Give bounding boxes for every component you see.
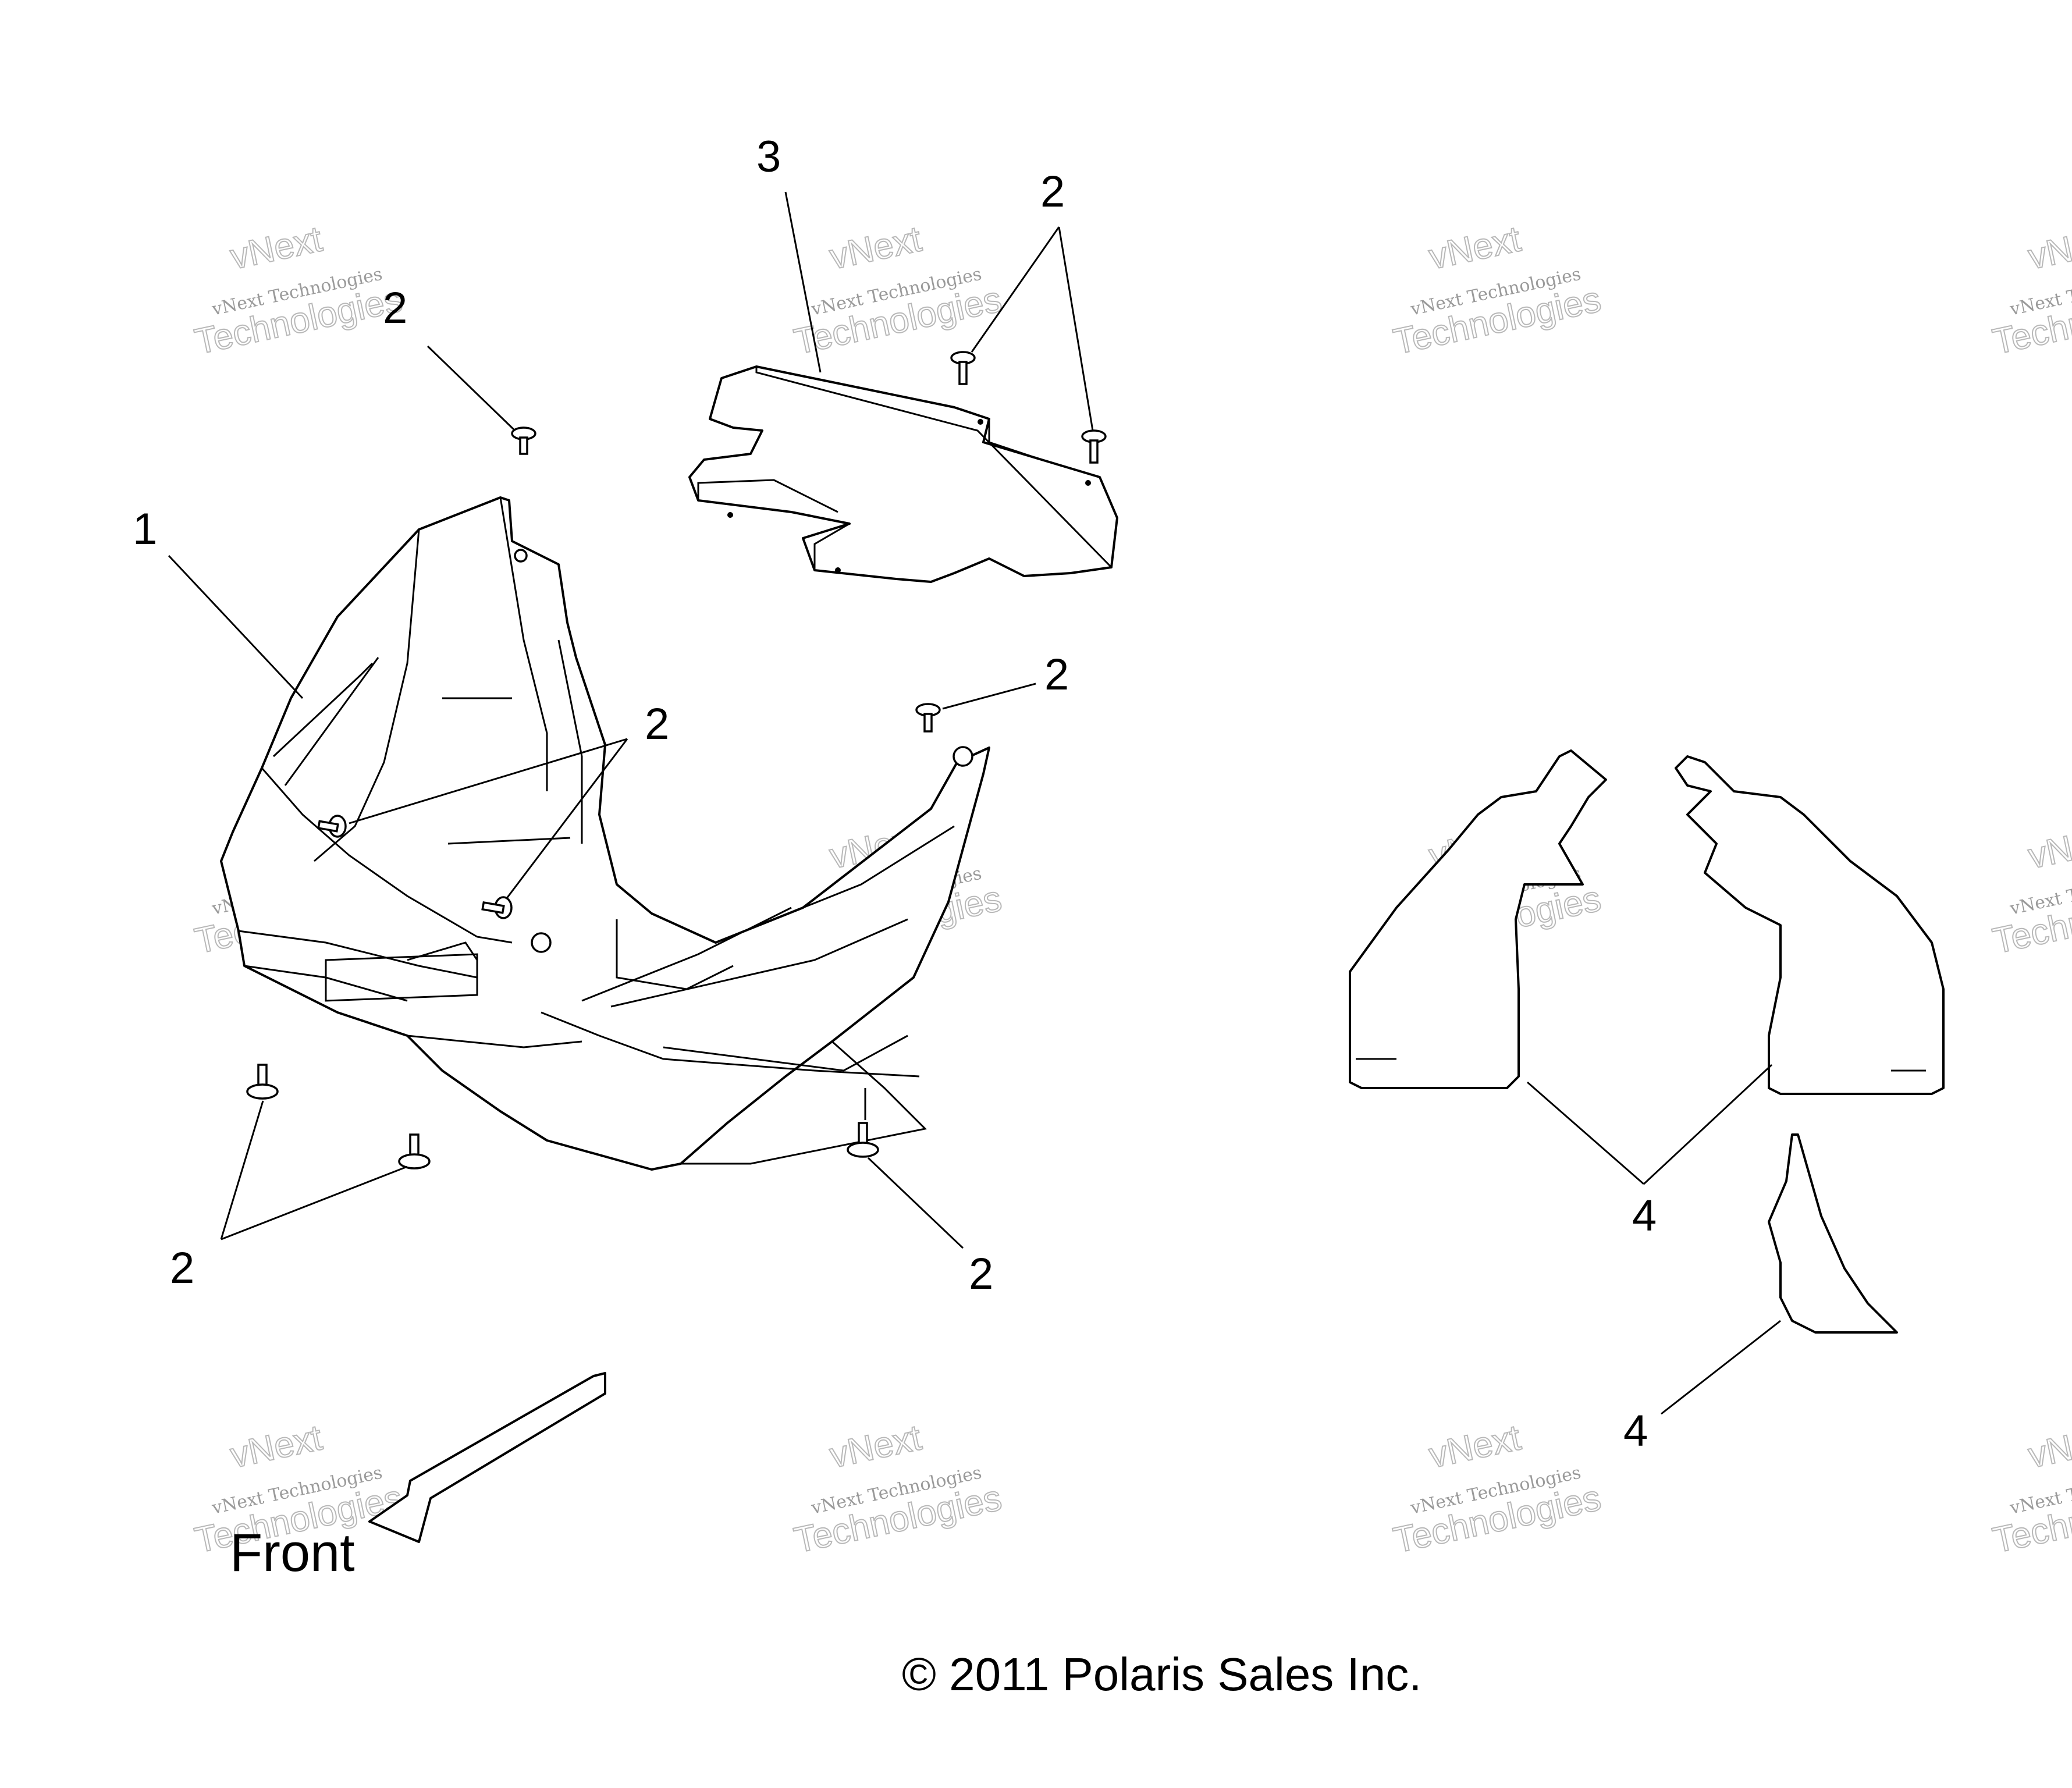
watermark: vNext vNext Technologies Technologies [1989, 817, 2072, 962]
svg-text:vNext: vNext [826, 219, 925, 277]
screw [1081, 429, 1107, 464]
callout-2: 2 [1044, 650, 1069, 699]
svg-text:vNext: vNext [227, 1417, 325, 1476]
screw-fasteners [246, 351, 1107, 1170]
watermark: vNext vNext Technologies Technologies [1989, 218, 2072, 362]
skid-plate-part [688, 365, 1118, 583]
copyright-text: © 2011 Polaris Sales Inc. [902, 1648, 1421, 1700]
front-label: Front [230, 1523, 355, 1583]
screw [950, 351, 976, 385]
callout-labels: 1 2 3 2 2 2 2 2 4 4 [133, 132, 1657, 1456]
callout-3: 3 [756, 132, 781, 182]
decal-small-part [1768, 1133, 1898, 1334]
svg-text:vNext: vNext [2025, 818, 2072, 876]
callout-2: 2 [645, 699, 669, 749]
screw [511, 426, 536, 455]
callout-4: 4 [1623, 1406, 1648, 1456]
svg-text:vNext: vNext [227, 219, 325, 277]
screw [246, 1064, 279, 1100]
callout-2: 2 [170, 1243, 194, 1293]
watermark: vNext vNext Technologies Technologies [790, 1417, 1005, 1561]
watermark: vNext vNext Technologies Technologies [191, 218, 406, 362]
svg-text:vNext: vNext [2025, 1417, 2072, 1476]
callout-2: 2 [1040, 167, 1065, 216]
callout-1: 1 [133, 504, 157, 554]
svg-text:vNext: vNext [1426, 1417, 1524, 1476]
svg-text:vNext: vNext [826, 1417, 925, 1476]
screw [398, 1133, 431, 1170]
decal-left-part [1349, 749, 1607, 1089]
watermark: vNext vNext Technologies Technologies [790, 218, 1005, 362]
screw [847, 1122, 879, 1158]
decal-right-part [1675, 755, 1945, 1095]
callout-2: 2 [969, 1249, 993, 1299]
callout-2: 2 [383, 283, 407, 333]
callout-4: 4 [1632, 1191, 1657, 1240]
leader-lines [168, 191, 1781, 1415]
watermark: vNext vNext Technologies Technologies [1989, 1417, 2072, 1561]
screw [481, 896, 513, 919]
watermark: vNext vNext Technologies Technologies [1389, 1417, 1605, 1561]
watermark: vNext vNext Technologies Technologies [1389, 218, 1605, 362]
nose-pan-part [220, 496, 990, 1171]
front-direction-arrow-icon [368, 1372, 606, 1543]
screw [915, 703, 941, 733]
svg-text:vNext: vNext [2025, 219, 2072, 277]
screw [317, 815, 347, 838]
svg-text:vNext: vNext [1426, 219, 1524, 277]
